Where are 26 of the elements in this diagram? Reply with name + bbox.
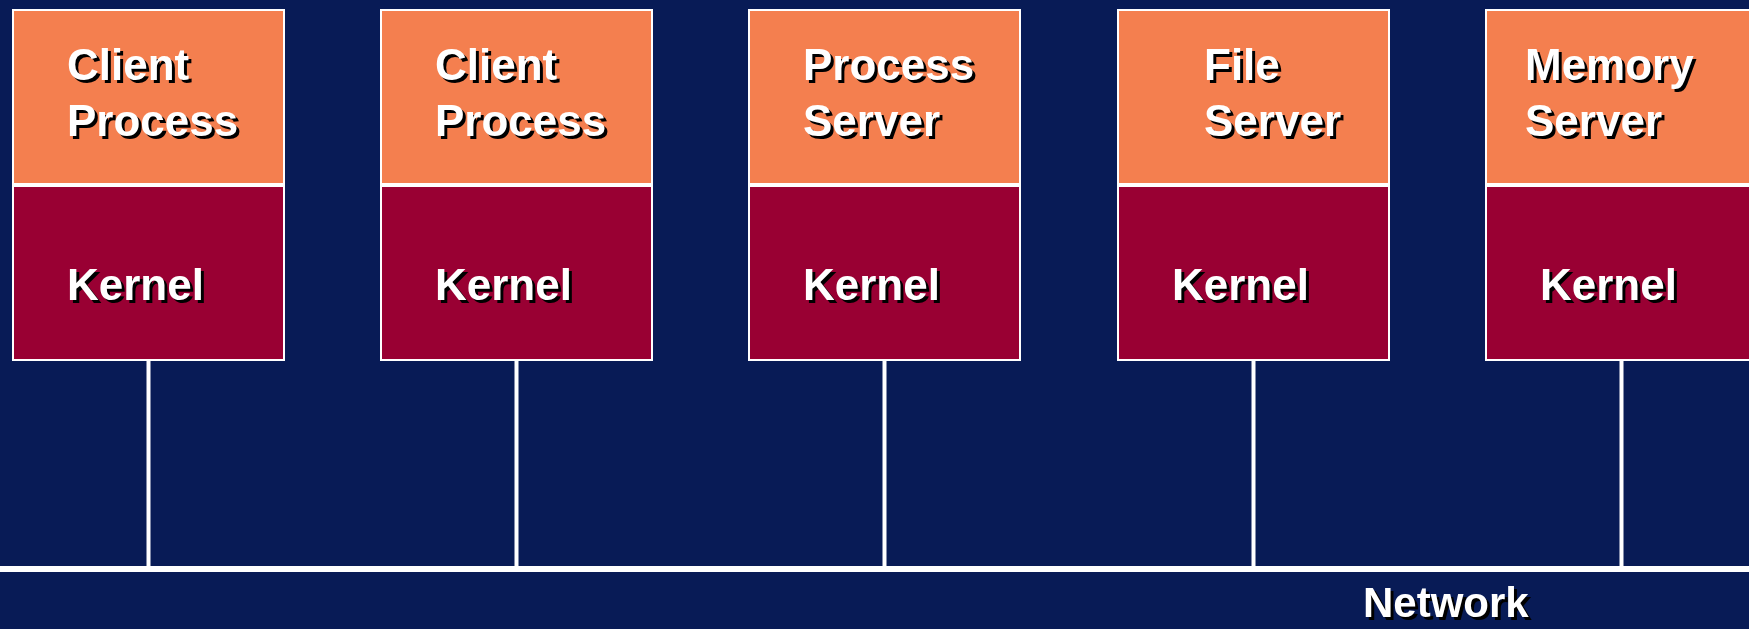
connector-line xyxy=(146,361,151,566)
connector-line xyxy=(1251,361,1256,566)
kernel-box xyxy=(380,185,653,361)
kernel-box xyxy=(12,185,285,361)
process-box xyxy=(748,9,1021,185)
connector-line xyxy=(1619,361,1624,566)
process-box xyxy=(12,9,285,185)
process-label: Process Server xyxy=(803,39,976,147)
process-label: Memory Server xyxy=(1525,39,1695,147)
process-box xyxy=(1117,9,1390,185)
network-label: Network xyxy=(1363,580,1529,626)
kernel-box xyxy=(1117,185,1390,361)
kernel-label: Kernel xyxy=(435,259,573,311)
process-box xyxy=(1485,9,1749,185)
kernel-label: Kernel xyxy=(1540,259,1678,311)
connector-line xyxy=(882,361,887,566)
kernel-label: Kernel xyxy=(1172,259,1310,311)
process-label: Client Process xyxy=(67,39,240,147)
kernel-box xyxy=(1485,185,1749,361)
kernel-box xyxy=(748,185,1021,361)
process-label: File Server xyxy=(1204,39,1342,147)
process-box xyxy=(380,9,653,185)
kernel-label: Kernel xyxy=(803,259,941,311)
process-label: Client Process xyxy=(435,39,608,147)
kernel-label: Kernel xyxy=(67,259,205,311)
connector-line xyxy=(514,361,519,566)
